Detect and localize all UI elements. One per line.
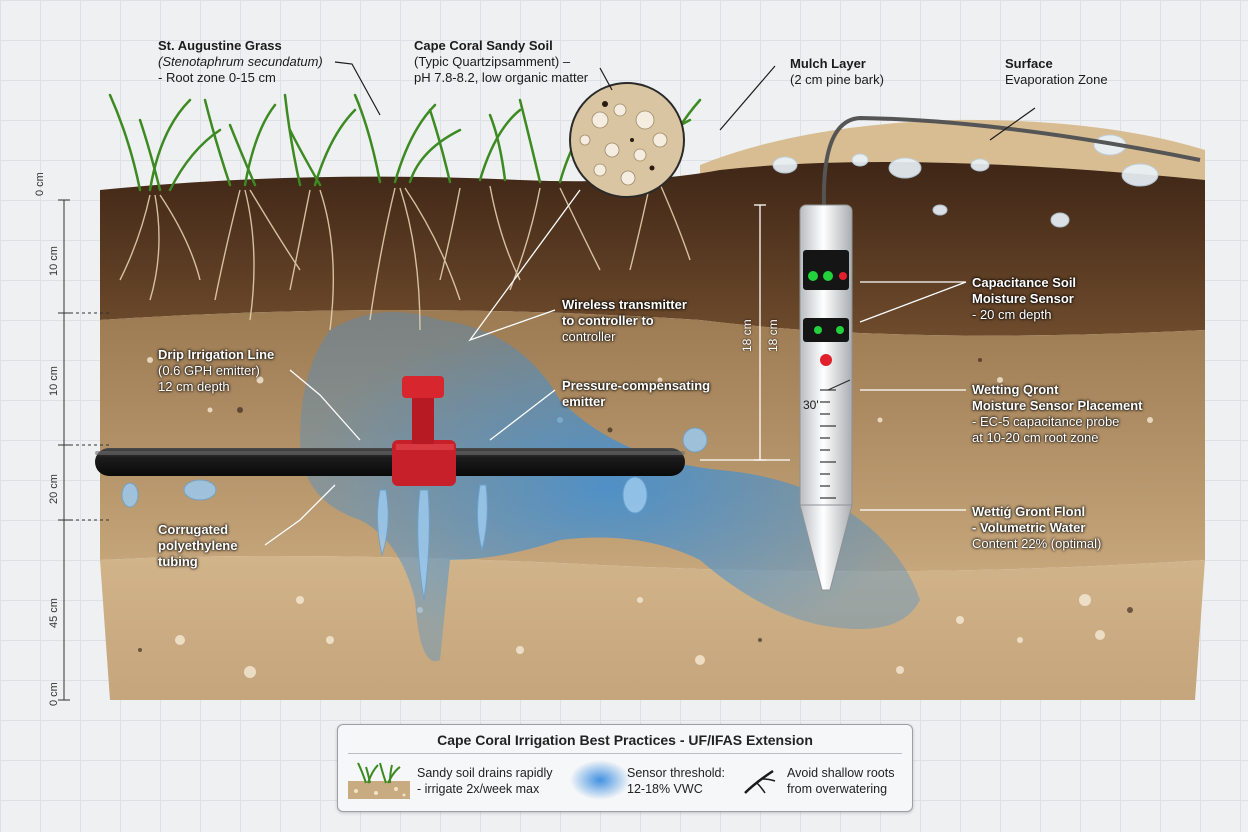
- wireless-line3: controller: [562, 329, 616, 344]
- mulch-title: Mulch Layer: [790, 56, 866, 71]
- legend-item-threshold: Sensor threshold: 12-18% VWC: [627, 765, 725, 797]
- label-mulch: Mulch Layer (2 cm pine bark): [790, 56, 884, 88]
- label-soil: Cape Coral Sandy Soil (Typic Quartzipsam…: [414, 38, 588, 86]
- drip-title: Drip Irrigation Line: [158, 347, 275, 362]
- legend-roots-line1: Avoid shallow roots: [787, 766, 895, 780]
- legend-soil-line2: - irrigate 2x/week max: [417, 782, 540, 796]
- capacitance-line3: - 20 cm depth: [972, 307, 1052, 322]
- mulch-detail: (2 cm pine bark): [790, 72, 884, 87]
- legend-title: Cape Coral Irrigation Best Practices - U…: [437, 732, 813, 748]
- legend-roots-line2: from overwatering: [787, 782, 888, 796]
- water-blob-icon: [570, 760, 630, 800]
- grass-detail: - Root zone 0-15 cm: [158, 70, 276, 85]
- surface-detail: Evaporation Zone: [1005, 72, 1108, 87]
- depth-tick-5: 0 cm: [48, 682, 60, 706]
- capacitance-line1: Capacitance Soil: [972, 275, 1077, 290]
- grass-species: (Stenotaphrum secundatum): [158, 54, 323, 69]
- label-grass: St. Augustine Grass (Stenotaphrum secund…: [158, 38, 323, 86]
- soil-line1: (Typic Quartzipsamment) –: [414, 54, 571, 69]
- moisture-probe: [799, 204, 853, 591]
- label-tubing: Corrugated polyethylene tubing: [158, 522, 237, 570]
- drip-line1: (0.6 GPH emitter): [158, 363, 260, 378]
- grass-title: St. Augustine Grass: [158, 38, 282, 53]
- legend-threshold-line1: Sensor threshold:: [627, 766, 725, 780]
- depth-tick-4: 45 cm: [48, 598, 60, 628]
- grass-roots: [119, 183, 691, 331]
- deep-sand-layer: [100, 556, 1205, 700]
- legend-divider: [348, 753, 902, 754]
- legend-item-soil: Sandy soil drains rapidly - irrigate 2x/…: [417, 765, 553, 797]
- depth-scale: [58, 199, 110, 701]
- placement-line2: Moisture Sensor Placement: [972, 398, 1143, 413]
- wireless-line1: Wireless transmitter: [562, 297, 687, 312]
- front-line3: Content 22% (optimal): [972, 536, 1102, 551]
- probe-dimension: [700, 204, 790, 461]
- legend-soil-line1: Sandy soil drains rapidly: [417, 766, 553, 780]
- sand-grains: [147, 357, 1153, 678]
- drip-line2: 12 cm depth: [158, 379, 230, 394]
- root-icon: [744, 769, 776, 794]
- label-capacitance: Capacitance Soil Moisture Sensor - 20 cm…: [972, 275, 1076, 323]
- tubing-line3: tubing: [158, 554, 198, 569]
- topsoil-layer: [100, 162, 1205, 336]
- soil-title: Cape Coral Sandy Soil: [414, 38, 553, 53]
- emitter-line1: Pressure-compensating: [562, 378, 711, 393]
- surface-droplets: [772, 134, 1159, 228]
- leader-lines-white: [264, 189, 967, 546]
- soil-line2: pH 7.8-8.2, low organic matter: [414, 70, 589, 85]
- label-emitter: Pressure-compensating emitter: [562, 378, 710, 410]
- label-placement: Wetting Qront Moisture Sensor Placement …: [972, 382, 1143, 446]
- front-line1: Wettiǵ Gront Flonl: [972, 504, 1086, 519]
- wireless-line2: to controller to: [562, 313, 654, 328]
- placement-line4: at 10-20 cm root zone: [972, 430, 1099, 445]
- label-drip: Drip Irrigation Line (0.6 GPH emitter) 1…: [158, 347, 274, 395]
- dark-grains: [138, 358, 1133, 652]
- leader-lines: [334, 61, 1036, 141]
- depth-tick-1: 10 cm: [48, 246, 60, 276]
- legend-item-roots: Avoid shallow roots from overwatering: [787, 765, 894, 797]
- legend-box: Cape Coral Irrigation Best Practices - U…: [337, 724, 913, 812]
- depth-tick-2: 10 cm: [48, 366, 60, 396]
- sensor-cable: [821, 115, 1201, 206]
- capacitance-line2: Moisture Sensor: [972, 291, 1074, 306]
- probe-dim-right: 18 cm: [766, 319, 780, 352]
- grass-soil-icon: [348, 762, 410, 799]
- label-surface: Surface Evaporation Zone: [1005, 56, 1108, 88]
- probe-dim-left: 18 cm: [740, 319, 754, 352]
- depth-tick-0: 0 cm: [34, 172, 46, 196]
- label-front: Wettiǵ Gront Flonl - Volumetric Water Co…: [972, 504, 1101, 552]
- legend-threshold-line2: 12-18% VWC: [627, 782, 703, 796]
- tubing-line2: polyethylene: [158, 538, 238, 553]
- tubing-line1: Corrugated: [158, 522, 229, 537]
- front-line2: - Volumetric Water: [972, 520, 1086, 535]
- magnified-grains: [579, 103, 668, 186]
- depth-tick-3: 20 cm: [48, 474, 60, 504]
- wetting-plume: [300, 312, 920, 662]
- placement-line1: Wetting Qront: [972, 382, 1059, 397]
- placement-line3: - EC-5 capacitance probe: [972, 414, 1120, 429]
- emitter-line2: emitter: [562, 394, 606, 409]
- surface-title: Surface: [1005, 56, 1053, 71]
- drip-drops: [121, 427, 708, 601]
- pressure-emitter: [392, 376, 456, 486]
- probe-angle-label: 30': [803, 398, 819, 412]
- label-wireless: Wireless transmitter to controller to co…: [562, 297, 687, 345]
